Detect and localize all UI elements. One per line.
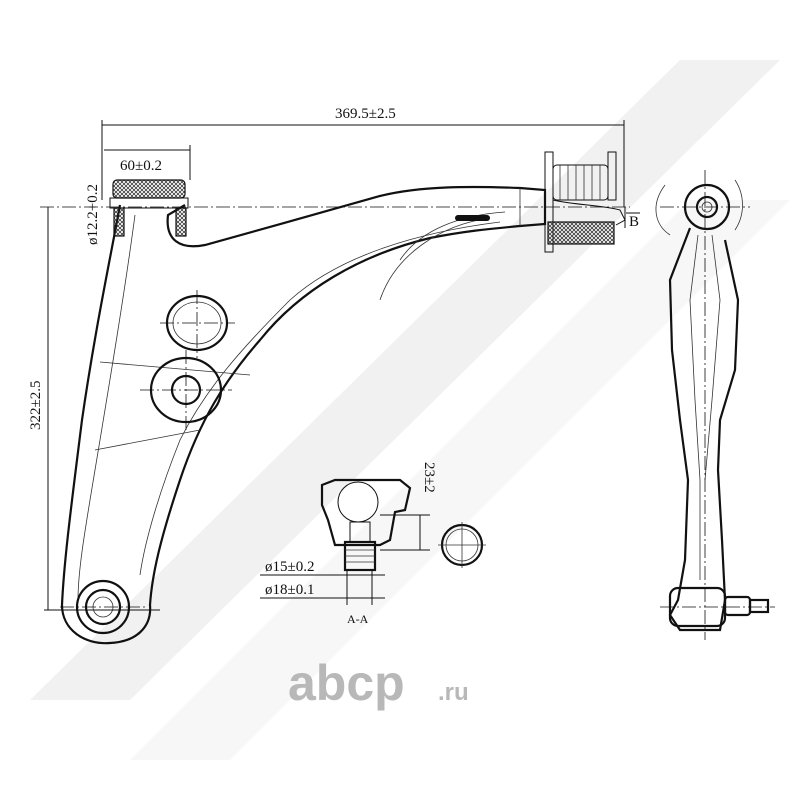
abcp-logo: abcp .ru [288, 655, 469, 711]
bushing-bore-dimension: ø12.2+0.2 [85, 184, 101, 245]
section-a-a [320, 478, 486, 572]
bushing-width-dimension: 60±0.2 [120, 158, 162, 174]
dimension-lines [40, 120, 640, 611]
logo-text: abcp [288, 655, 405, 711]
control-arm-top-view [60, 151, 626, 645]
pin-diameter-small-dimension: ø15±0.2 [265, 559, 314, 575]
overall-length-dimension: 369.5±2.5 [335, 106, 396, 122]
pin-diameter-large-dimension: ø18±0.1 [265, 582, 314, 598]
height-dimension: 322±2.5 [28, 381, 44, 430]
view-b-label: B [629, 214, 639, 230]
watermark [30, 60, 790, 760]
ball-height-dimension: 23±2 [421, 462, 437, 493]
section-label: A-A [347, 612, 369, 626]
logo-suffix: .ru [438, 679, 469, 706]
control-arm-side-view [655, 170, 775, 640]
